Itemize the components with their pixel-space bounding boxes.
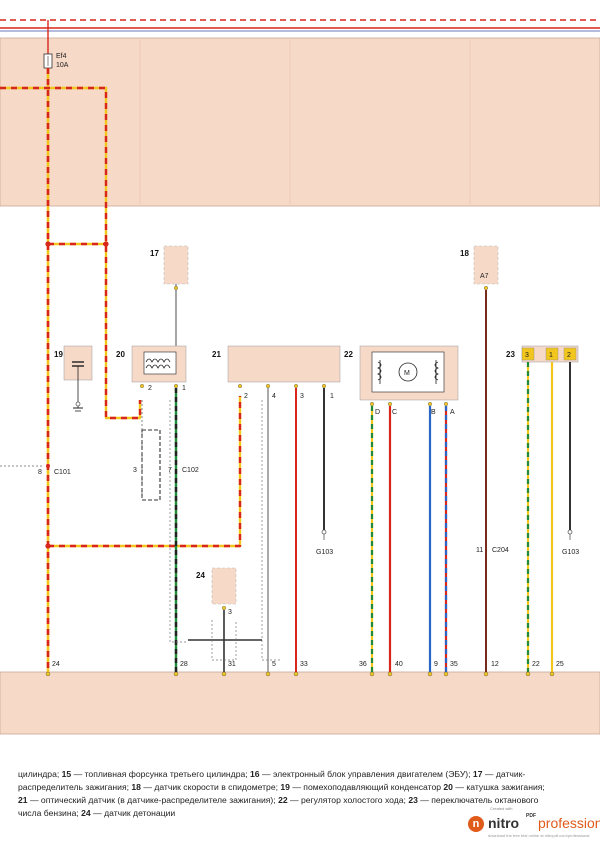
caption-text: — регулятор холостого хода; [287,795,409,805]
ecu-pins: 24 28 31 5 33 36 40 9 35 12 22 25 [45,661,564,677]
caption-ref-number: 17 [472,769,483,779]
c204-label: C204 [492,547,509,554]
caption-line: цилиндра; 15 — топливная форсунка третье… [18,768,584,781]
ecu-pin-33: 33 [300,661,308,668]
g103-b-label: G103 [562,549,579,556]
c20-pin-2: 2 [148,385,152,392]
caption-ref-number: 18 [131,782,141,792]
c22-pin-a: A [450,409,455,416]
nitro-logo-icon: n [468,816,484,832]
c21-pin-1: 1 [330,393,334,400]
c23-pin-1: 1 [549,352,553,359]
c22-pin-c: C [392,409,397,416]
c21-pin-2: 2 [244,393,248,400]
c204-pin: 11 [476,547,483,554]
component-17: 17 [150,245,189,346]
ecu-pin-22: 22 [532,661,540,668]
component-24-num: 24 [196,571,205,580]
c21-pin-3: 3 [300,393,304,400]
caption-line: распределитель зажигания; 18 — датчик ск… [18,781,584,794]
g103-a-label: G103 [316,549,333,556]
caption-line: 21 — оптический датчик (в датчике-распре… [18,794,584,807]
octane-switch-23: 23 3 1 2 G103 [506,345,579,672]
c102-pin-left: 3 [133,467,137,474]
idle-regulator-22: M 22 D C B A [344,345,459,416]
caption-ref-number: 23 [408,795,418,805]
watermark-created-with: Created with [490,806,513,811]
caption-ref-number: 24 [81,808,91,818]
ecu-pin-9: 9 [434,661,438,668]
caption-ref-number: 19 [280,782,290,792]
caption-text: — переключатель октанового [417,795,539,805]
component-23-num: 23 [506,350,515,359]
c23-pin-3: 3 [525,352,529,359]
top-harness-band [0,38,600,206]
caption-text: — датчик- [482,769,526,779]
component-21-num: 21 [212,350,221,359]
caption-text: — катушка зажигания; [452,782,545,792]
caption-text: распределитель зажигания; [18,782,132,792]
nitro-pdf-watermark: Created with n nitro PDF professional do… [468,806,600,840]
component-18-num: 18 [460,249,469,258]
fuse-id: Ef4 [56,53,67,60]
ignition-coil-20: 20 2 1 [116,345,187,392]
caption-text: — электронный блок управления двигателем… [259,769,473,779]
c21-pin-4: 4 [272,393,276,400]
c23-pin-2: 2 [567,352,571,359]
caption-ref-number: 16 [250,769,260,779]
c101-label: C101 [54,469,71,476]
caption-ref-number: 20 [443,782,453,792]
ecu-pin-35: 35 [450,661,458,668]
c18-pin: A7 [480,273,489,280]
capacitor-19: 19 [54,345,93,412]
component-20-num: 20 [116,350,125,359]
c22-pin-d: D [375,409,380,416]
caption-ref-number: 15 [61,769,72,779]
ecu-pin-40: 40 [395,661,403,668]
watermark-super: PDF [526,813,536,819]
caption-text: — датчик скорости в спидометре; [140,782,281,792]
ecu-pin-28: 28 [180,661,188,668]
watermark-product: professional [538,815,600,831]
c20-pin-1: 1 [182,385,186,392]
ecu-band [0,672,600,734]
ecu-pin-31: 31 [228,661,236,668]
c102-label: C102 [182,467,199,474]
component-17-num: 17 [150,249,159,258]
caption-ref-number: 21 [18,795,28,805]
caption-text: — помехоподавляющий конденсатор [289,782,444,792]
caption-text: — датчик детонации [90,808,176,818]
caption-text: цилиндра; [18,769,62,779]
c22-motor-symbol: M [404,370,410,377]
caption-text: числа бензина; [18,808,82,818]
c24-pin: 3 [228,609,232,616]
ecu-pin-5: 5 [272,661,276,668]
ecu-pin-24: 24 [52,661,60,668]
caption-ref-number: 22 [278,795,288,805]
ecu-pin-25: 25 [556,661,564,668]
c102-pin-right: 7 [168,467,172,474]
ecu-pin-36: 36 [359,661,367,668]
c22-pin-b: B [431,409,436,416]
knock-sensor-24: 24 3 [188,567,262,672]
optical-sensor-21: 21 2 4 3 1 [212,345,341,400]
watermark-brand: nitro [488,815,520,831]
caption-line: числа бензина; 24 — датчик детонации [18,807,584,820]
caption-text: — оптический датчик (в датчике-распредел… [27,795,279,805]
figure-caption: цилиндра; 15 — топливная форсунка третье… [18,768,584,820]
watermark-tagline: download the free trial online at nitrop… [488,833,590,838]
c101-pin: 8 [38,469,42,476]
component-19-num: 19 [54,350,63,359]
speed-sensor-18: 18 A7 11 C204 [460,245,509,672]
component-22-num: 22 [344,350,353,359]
ecu-pin-12: 12 [491,661,499,668]
fuse-rating: 10A [56,62,69,69]
ground-g103-a: G103 [316,529,333,556]
caption-text: — топливная форсунка третьего цилиндра; [71,769,251,779]
